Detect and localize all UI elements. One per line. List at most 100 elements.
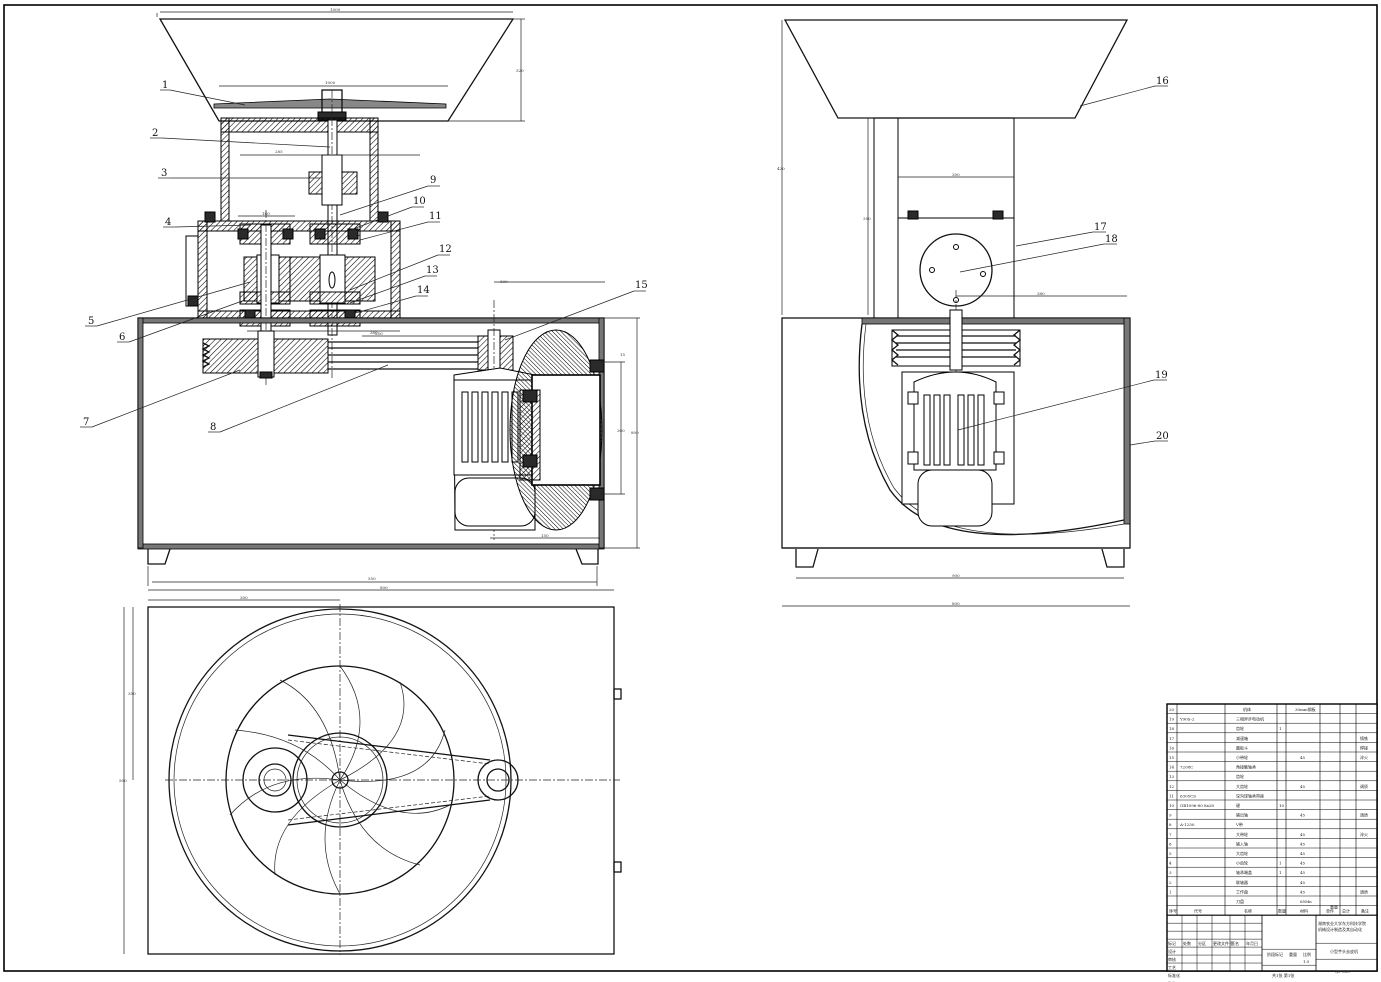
bom-cell-mat: 45 bbox=[1300, 784, 1306, 789]
bom-cell-no: 11 bbox=[1169, 793, 1174, 798]
title-sign-head: 分区 bbox=[1198, 940, 1206, 946]
side-hopper bbox=[783, 19, 1129, 119]
callout-4: 4 bbox=[165, 217, 171, 228]
bom-cell-name: V带 bbox=[1235, 822, 1243, 827]
bom-cell-mat: 45 bbox=[1300, 841, 1306, 846]
title-weight: 重量 bbox=[1289, 951, 1297, 957]
dim-hopper-width: 1000 bbox=[330, 7, 341, 12]
callout-17: 17 bbox=[1094, 222, 1107, 233]
side-motor bbox=[901, 371, 1015, 527]
bom-cell-name: 联轴器 bbox=[1236, 879, 1248, 885]
bom-cell-mat: 45 bbox=[1300, 755, 1306, 760]
dim-base-depth: 800 bbox=[631, 430, 639, 435]
bom-cell-mat: 45 bbox=[1300, 880, 1306, 885]
top-view: 800 300 500 350 bbox=[119, 585, 622, 955]
bom-cell-mat: 45 bbox=[1300, 889, 1306, 894]
side-base-curve bbox=[858, 323, 1125, 536]
callout-12: 12 bbox=[439, 244, 452, 255]
bom-cell-no: 14 bbox=[1169, 765, 1175, 770]
bom-cell-name: 小带轮 bbox=[1236, 754, 1248, 760]
top-small-gear bbox=[242, 747, 308, 813]
bom-cell-code: 6305CS bbox=[1180, 793, 1196, 798]
bom-header-mat: 30mm钢板 bbox=[1295, 706, 1316, 712]
side-view: 420 350 300 380 900 800 bbox=[777, 19, 1169, 607]
bom-cell-name: 输入轴 bbox=[1236, 840, 1248, 846]
dim-belt-span: 380 bbox=[370, 330, 378, 335]
bom-cell-no: 9 bbox=[1169, 813, 1172, 818]
bom-cell-no: 13 bbox=[1169, 774, 1175, 779]
title-sheet: 共1张 第1张 bbox=[1272, 972, 1294, 978]
base-foot-right bbox=[575, 548, 599, 565]
callout-7: 7 bbox=[83, 417, 89, 428]
title-stage: 阶段标记 bbox=[1267, 951, 1283, 957]
callout-15: 15 bbox=[635, 280, 648, 291]
bom-cell-no: 2 bbox=[1169, 880, 1172, 885]
bom-cell-name: 工作盘 bbox=[1236, 888, 1248, 894]
bom-cell-note: 铸铁 bbox=[1360, 735, 1368, 741]
motor-front bbox=[453, 329, 605, 531]
callout-3: 3 bbox=[161, 168, 167, 179]
bom-cell-name: 三相异步电动机 bbox=[1236, 716, 1264, 722]
callouts-side: 16 17 18 19 20 bbox=[957, 76, 1169, 446]
title-sign-row: 工艺 bbox=[1168, 965, 1176, 970]
callout-10: 10 bbox=[413, 196, 426, 207]
bom-cell-mat: 45 bbox=[1300, 870, 1306, 875]
bom-cell-qty: 1 bbox=[1279, 726, 1282, 731]
bom-cell-no: 19 bbox=[1169, 717, 1175, 722]
dim-base-width: 550 bbox=[368, 576, 376, 581]
callout-9: 9 bbox=[430, 175, 436, 186]
bom-col-head: 序号 bbox=[1169, 908, 1177, 914]
dim-side-overall: 800 bbox=[952, 601, 960, 606]
side-foot-right bbox=[1101, 548, 1125, 568]
callout-11: 11 bbox=[429, 211, 442, 222]
title-product: 小型芋头去皮机 bbox=[1330, 948, 1358, 954]
title-sign-head: 更改文件号 bbox=[1213, 940, 1233, 946]
bom-cell-code: A-1250 bbox=[1179, 822, 1195, 827]
bom-cell-name: 圆板斗 bbox=[1236, 744, 1248, 750]
bom-cell-no: 16 bbox=[1169, 745, 1175, 750]
bom-cell-no: 18 bbox=[1169, 726, 1175, 731]
bom-col-head: 数量 bbox=[1278, 908, 1286, 914]
front-view: 1000 320 1000 285 180 bbox=[80, 7, 648, 586]
bom-cell-no: 6 bbox=[1169, 841, 1172, 846]
bom-cell-note: 淬火 bbox=[1360, 754, 1368, 760]
dim-top-width: 800 bbox=[380, 585, 388, 590]
title-scale: 1:5 bbox=[1303, 959, 1310, 964]
bom-cell-name: 齿轮 bbox=[1236, 773, 1244, 779]
dim-top-inner: 350 bbox=[128, 691, 136, 696]
base-foot-left bbox=[147, 548, 171, 565]
bom-col-head: 备注 bbox=[1361, 908, 1369, 914]
bom-col-head: 单件 bbox=[1326, 908, 1334, 914]
bom-cell-no: 8 bbox=[1169, 822, 1172, 827]
bom-cell-no: 10 bbox=[1169, 803, 1175, 808]
bom-cell-no: 5 bbox=[1169, 851, 1172, 856]
callout-5: 5 bbox=[88, 316, 94, 327]
bom-cell-note: 调质 bbox=[1360, 783, 1368, 789]
bom-cell-no: 3 bbox=[1169, 870, 1172, 875]
dim-top-offset: 300 bbox=[240, 595, 248, 600]
bom-cell-no: 4 bbox=[1169, 861, 1172, 866]
top-view-frame bbox=[147, 606, 615, 955]
title-school-2: 机械设计制造及其自动化 bbox=[1318, 926, 1362, 932]
bom-cell-mat: 45 bbox=[1300, 813, 1306, 818]
dim-motor-height: 300 bbox=[617, 428, 625, 433]
bom-cell-name: 角接触轴承 bbox=[1236, 764, 1256, 770]
bom-cell-no: 17 bbox=[1169, 736, 1175, 741]
bom-cell-note: 焊接 bbox=[1360, 744, 1368, 750]
bom-cell-name: 刀盘 bbox=[1236, 898, 1244, 904]
bom-cell-code: Y90S-2 bbox=[1179, 717, 1195, 722]
bom-cell-qty: 10 bbox=[1279, 803, 1285, 808]
title-sign-row: 标准化 bbox=[1168, 972, 1180, 978]
title-sign-row: 审核 bbox=[1168, 956, 1176, 962]
dim-motor-foot: 150 bbox=[541, 533, 549, 538]
bom-header-no: 20 bbox=[1169, 707, 1175, 712]
bom-cell-mat: 45 bbox=[1300, 851, 1306, 856]
dim-side-column-height: 350 bbox=[863, 216, 871, 221]
title-sign-head: 处数 bbox=[1183, 940, 1191, 946]
bom-cell-name: 深沟球轴承带座 bbox=[1236, 792, 1264, 798]
title-sign-head: 年月日 bbox=[1246, 940, 1258, 946]
side-pulley-stack bbox=[890, 309, 1022, 371]
title-sign-head: 签名 bbox=[1231, 940, 1239, 946]
